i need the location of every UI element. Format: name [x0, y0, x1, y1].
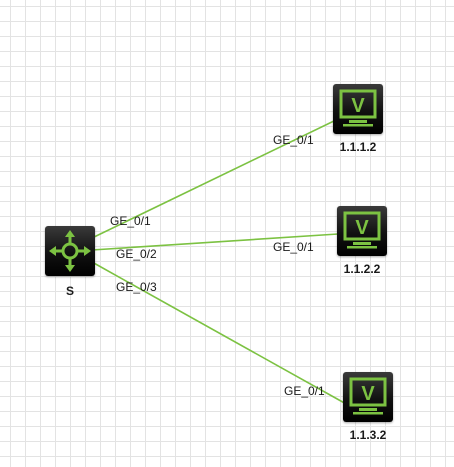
switch-router-icon [45, 226, 95, 276]
port-label-s-h1-source: GE_0/1 [110, 214, 151, 228]
link-s-h2[interactable] [91, 233, 339, 251]
node-label-1-1-1-2: 1.1.1.2 [339, 140, 377, 154]
monitor-glyph: V [361, 383, 375, 405]
port-label-s-h2-source: GE_0/2 [116, 247, 157, 261]
monitor-glyph: V [355, 217, 369, 239]
node-label-1-1-2-2: 1.1.2.2 [343, 262, 381, 276]
monitor-icon: V [337, 206, 387, 256]
port-label-s-h3-source: GE_0/3 [116, 280, 157, 294]
link-s-h3[interactable] [91, 261, 349, 406]
monitor-icon: V [343, 372, 393, 422]
monitor-glyph: V [351, 95, 365, 117]
port-label-s-h1-target: GE_0/1 [273, 133, 314, 147]
node-host-1-1-2-2[interactable]: V 1.1.2.2 [337, 206, 387, 278]
node-host-1-1-1-2[interactable]: V 1.1.1.2 [333, 84, 383, 156]
node-label-1-1-3-2: 1.1.3.2 [349, 428, 387, 442]
node-switch-s[interactable]: S [45, 226, 95, 298]
link-s-h1[interactable] [91, 119, 337, 239]
port-label-s-h2-target: GE_0/1 [273, 240, 314, 254]
port-label-s-h3-target: GE_0/1 [284, 384, 325, 398]
node-host-1-1-3-2[interactable]: V 1.1.3.2 [343, 372, 393, 444]
monitor-icon: V [333, 84, 383, 134]
node-label-s: S [65, 284, 74, 298]
